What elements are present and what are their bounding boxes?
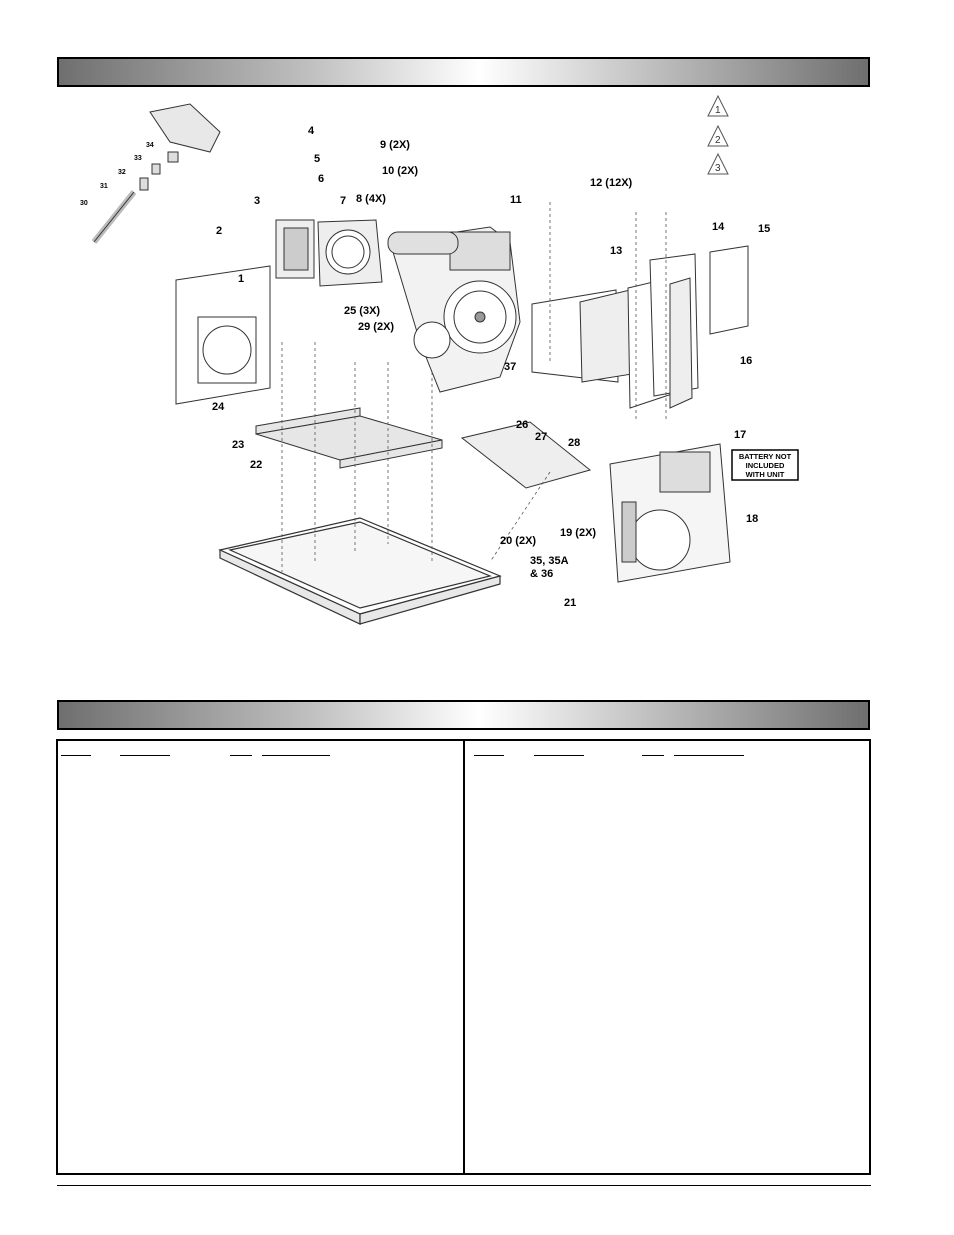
callout-28: 28 bbox=[568, 437, 580, 449]
callout-7: 7 bbox=[340, 195, 346, 207]
battery-note: BATTERY NOT INCLUDED WITH UNIT bbox=[731, 449, 799, 481]
column-header-rule bbox=[230, 745, 252, 756]
callout-6: 6 bbox=[318, 173, 324, 185]
exploded-parts-diagram: 1 2 3 bbox=[80, 94, 799, 625]
column-header-rule bbox=[120, 745, 170, 756]
parts-list-table bbox=[56, 739, 871, 1175]
callout-14: 14 bbox=[712, 221, 725, 233]
enclosure-panels bbox=[531, 245, 749, 409]
callout-3: 3 bbox=[254, 195, 260, 207]
callout-11: 11 bbox=[510, 194, 522, 206]
callout-22: 22 bbox=[250, 459, 262, 471]
footer-rule bbox=[57, 1185, 871, 1186]
legend-3: 3 bbox=[715, 163, 721, 174]
callout-25: 25 (3X) bbox=[344, 305, 380, 317]
callout-1: 1 bbox=[238, 273, 244, 285]
engine bbox=[387, 226, 521, 393]
control-panel bbox=[609, 443, 731, 583]
callout-31: 31 bbox=[100, 183, 108, 190]
legend-triangles bbox=[707, 94, 729, 175]
column-divider bbox=[463, 741, 465, 1173]
assembly-lines bbox=[281, 202, 667, 572]
section-header-bar-parts bbox=[57, 700, 870, 730]
callout-8: 8 (4X) bbox=[356, 193, 386, 205]
column-header-rule bbox=[474, 745, 504, 756]
gas-fitting-parts bbox=[91, 103, 221, 244]
battery-note-line-3: WITH UNIT bbox=[746, 470, 785, 479]
callout-4: 4 bbox=[308, 125, 315, 137]
callout-33: 33 bbox=[134, 155, 142, 162]
starter-detail bbox=[413, 321, 451, 359]
base-pan bbox=[218, 517, 502, 625]
side-panel bbox=[175, 265, 271, 405]
battery-note-line-2: INCLUDED bbox=[746, 461, 785, 470]
callout-17: 17 bbox=[734, 429, 746, 441]
legend-1: 1 bbox=[715, 105, 721, 116]
callout-26: 26 bbox=[516, 419, 528, 431]
callout-23: 23 bbox=[232, 439, 244, 451]
callout-21: 21 bbox=[564, 597, 576, 609]
lift-rail bbox=[460, 421, 592, 489]
callout-36: & 36 bbox=[530, 568, 553, 580]
callout-37: 37 bbox=[504, 361, 516, 373]
callout-29: 29 (2X) bbox=[358, 321, 394, 333]
callout-27: 27 bbox=[535, 431, 547, 443]
callout-9: 9 (2X) bbox=[380, 139, 410, 151]
callout-labels: 1 2 3 4 5 6 7 8 (4X) 9 (2X) 10 (2X) 11 1… bbox=[80, 125, 770, 609]
battery-note-line-1: BATTERY NOT bbox=[739, 452, 792, 461]
frame-rails bbox=[255, 407, 443, 469]
callout-2: 2 bbox=[216, 225, 222, 237]
callout-10: 10 (2X) bbox=[382, 165, 418, 177]
column-header-rule bbox=[262, 745, 330, 756]
section-header-bar-top bbox=[57, 57, 870, 87]
air-cleaner-assembly bbox=[275, 219, 383, 287]
callout-32: 32 bbox=[118, 169, 126, 176]
callout-13: 13 bbox=[610, 245, 622, 257]
callout-30: 30 bbox=[80, 200, 88, 207]
callout-24: 24 bbox=[212, 401, 225, 413]
callout-35: 35, 35A bbox=[530, 555, 569, 567]
column-header-rule bbox=[61, 745, 91, 756]
callout-5: 5 bbox=[314, 153, 320, 165]
callout-12: 12 (12X) bbox=[590, 177, 633, 189]
column-header-rule bbox=[642, 745, 664, 756]
callout-19: 19 (2X) bbox=[560, 527, 596, 539]
callout-15: 15 bbox=[758, 223, 770, 235]
column-header-rule bbox=[674, 745, 744, 756]
callout-34: 34 bbox=[146, 142, 154, 149]
callout-16: 16 bbox=[740, 355, 752, 367]
callout-20: 20 (2X) bbox=[500, 535, 536, 547]
column-header-rule bbox=[534, 745, 584, 756]
callout-18: 18 bbox=[746, 513, 758, 525]
legend-2: 2 bbox=[715, 135, 721, 146]
